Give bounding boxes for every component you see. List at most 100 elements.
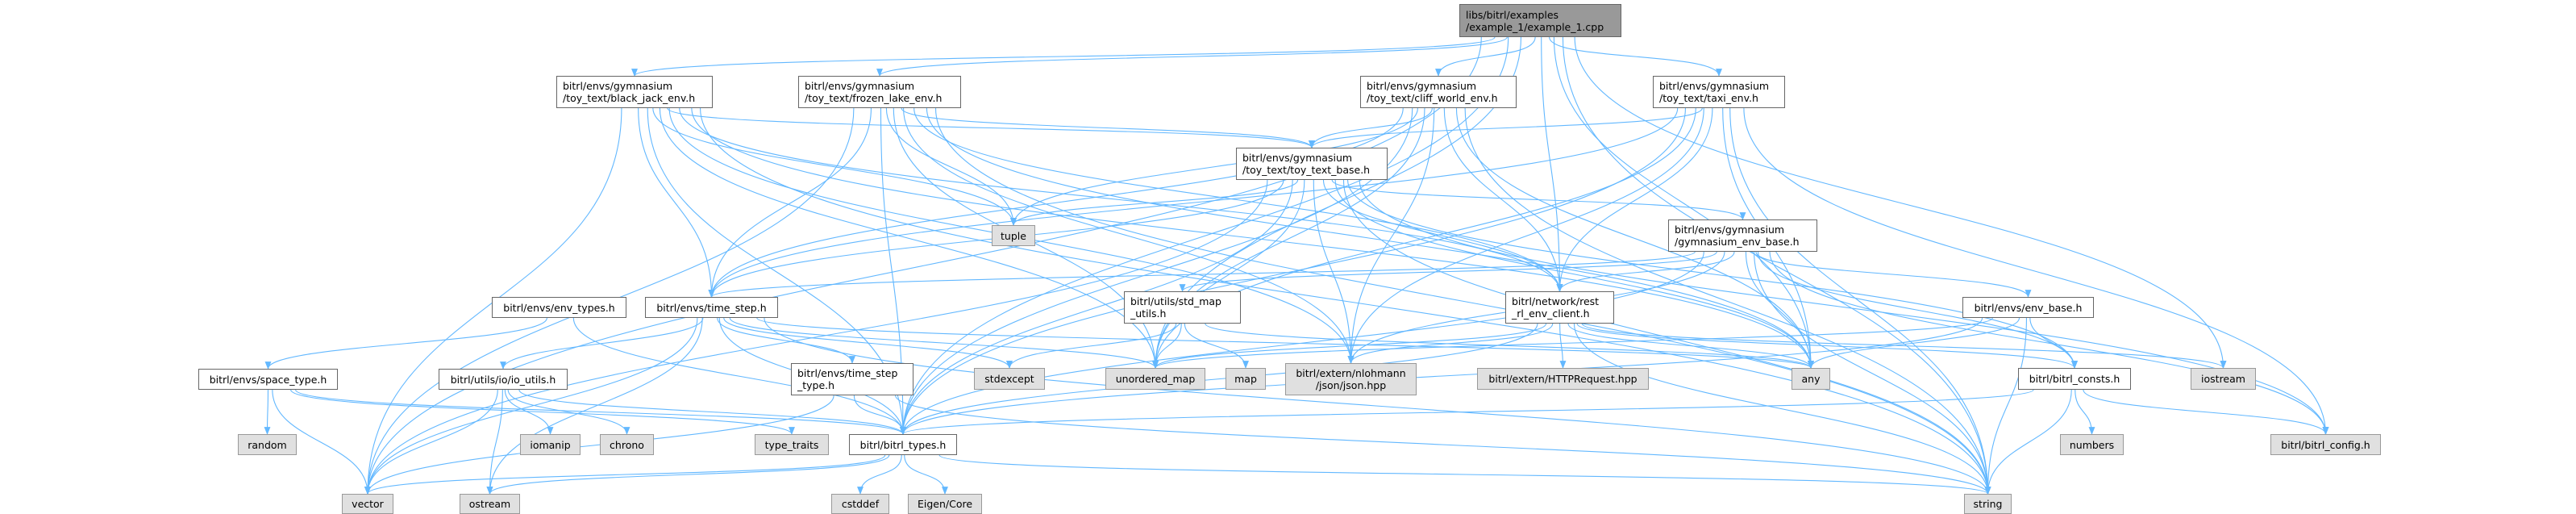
node-frozen-lake[interactable]: bitrl/envs/gymnasium /toy_text/frozen_la… — [798, 76, 961, 108]
edge-bitrl-consts-to-bitrl-types — [900, 389, 2034, 435]
edge-toy-text-base-to-rl-env-client — [1322, 179, 1563, 292]
node-iostream[interactable]: iostream — [2191, 368, 2256, 390]
edge-gym-env-base-to-std-map-utils — [1179, 251, 1717, 292]
edge-cliff-world-to-tuple — [1010, 107, 1418, 226]
node-ostream[interactable]: ostream — [460, 494, 520, 514]
node-time-step[interactable]: bitrl/envs/time_step.h — [645, 297, 778, 318]
edge-time-step-to-string — [764, 317, 1991, 495]
edge-bitrl-types-to-cstddef — [857, 454, 902, 495]
node-map[interactable]: map — [1226, 368, 1266, 390]
node-rl-env-client[interactable]: bitrl/network/rest _rl_env_client.h — [1505, 291, 1614, 324]
edge-black-jack-to-unordered-map — [659, 107, 1159, 369]
node-iomanip[interactable]: iomanip — [520, 434, 581, 455]
node-type-traits[interactable]: type_traits — [755, 434, 829, 455]
edge-io-utils-to-vector — [364, 389, 498, 495]
edge-example-to-vector — [364, 36, 1482, 495]
node-taxi[interactable]: bitrl/envs/gymnasium /toy_text/taxi_env.… — [1653, 76, 1785, 108]
edge-rl-env-client-to-http — [1559, 323, 1567, 369]
node-tuple[interactable]: tuple — [992, 225, 1035, 246]
node-time-step-type[interactable]: bitrl/envs/time_step _type.h — [791, 363, 913, 395]
edge-frozen-lake-to-rl-env-client — [913, 107, 1563, 292]
edge-rl-env-client-to-bitrl-types — [900, 323, 1538, 435]
edge-toy-text-base-to-bitrl-consts — [1346, 179, 2078, 369]
edge-bitrl-types-to-vector — [364, 454, 886, 495]
edge-gym-env-base-to-bitrl-consts — [1758, 251, 2078, 369]
edge-io-utils-to-ostream — [486, 389, 503, 495]
edge-rl-env-client-to-iostream — [1581, 323, 2227, 369]
edge-toy-text-base-to-gym-env-base — [1331, 179, 1746, 220]
edge-frozen-lake-to-json — [903, 107, 1355, 364]
edge-io-utils-to-iomanip — [504, 389, 554, 435]
edge-time-step-to-io-utils — [500, 317, 704, 370]
node-space-type[interactable]: bitrl/envs/space_type.h — [198, 369, 338, 390]
edge-black-jack-to-any — [691, 107, 1814, 369]
edge-example-to-rl-env-client — [1541, 36, 1563, 292]
node-any[interactable]: any — [1792, 368, 1830, 390]
node-example[interactable]: libs/bitrl/examples /example_1/example_1… — [1459, 4, 1621, 37]
node-env-base[interactable]: bitrl/envs/env_base.h — [1962, 297, 2094, 318]
edge-time-step-type-to-string — [895, 395, 1991, 495]
node-bitrl-config[interactable]: bitrl/bitrl_config.h — [2270, 434, 2381, 455]
edge-rl-env-client-to-bitrl-consts — [1576, 323, 2078, 369]
node-cliff-world[interactable]: bitrl/envs/gymnasium /toy_text/cliff_wor… — [1360, 76, 1517, 108]
node-std-map-utils[interactable]: bitrl/utils/std_map _utils.h — [1124, 291, 1241, 324]
edge-example-to-taxi — [1549, 36, 1722, 77]
edge-bitrl-consts-to-string — [1984, 389, 2072, 495]
node-stdexcept[interactable]: stdexcept — [974, 368, 1045, 390]
node-toy-text-base[interactable]: bitrl/envs/gymnasium /toy_text/toy_text_… — [1236, 148, 1388, 180]
edge-env-types-to-space-type — [264, 317, 547, 370]
edge-space-type-to-bitrl-types — [295, 389, 906, 435]
node-eigen[interactable]: Eigen/Core — [908, 494, 982, 514]
edge-taxi-to-time-step — [708, 107, 1679, 298]
edge-gym-env-base-to-time-step — [708, 251, 1696, 298]
node-io-utils[interactable]: bitrl/utils/io/io_utils.h — [439, 369, 568, 390]
edge-cliff-world-to-json — [1347, 107, 1435, 364]
edge-black-jack-to-string — [699, 107, 1991, 495]
node-cstddef[interactable]: cstddef — [831, 494, 889, 514]
edge-black-jack-to-tuple — [652, 107, 1017, 226]
edge-bitrl-types-to-string — [938, 454, 1991, 495]
edge-space-type-to-type-traits — [290, 389, 795, 435]
node-http[interactable]: bitrl/extern/HTTPRequest.hpp — [1477, 368, 1649, 390]
edge-example-to-bitrl-types — [900, 36, 1509, 435]
edge-io-utils-to-chrono — [507, 389, 630, 435]
edge-env-base-to-bitrl-consts — [2029, 317, 2078, 369]
edge-env-base-to-unordered-map — [1152, 317, 1993, 369]
edge-time-step-to-any — [756, 317, 1814, 369]
edge-gym-env-base-to-bitrl-config — [1769, 251, 2329, 435]
edge-toy-text-base-to-bitrl-config — [1359, 179, 2329, 435]
node-bitrl-consts[interactable]: bitrl/bitrl_consts.h — [2018, 368, 2131, 390]
node-json[interactable]: bitrl/extern/nlohmann /json/json.hpp — [1285, 363, 1417, 395]
edge-gym-env-base-to-bitrl-types — [900, 251, 1704, 435]
edge-time-step-to-unordered-map — [729, 317, 1159, 369]
node-numbers[interactable]: numbers — [2060, 434, 2124, 455]
edge-bitrl-types-to-ostream — [486, 454, 890, 495]
edge-frozen-lake-to-time-step — [708, 107, 872, 298]
node-env-types[interactable]: bitrl/envs/env_types.h — [492, 297, 626, 318]
node-gym-env-base[interactable]: bitrl/envs/gymnasium /gymnasium_env_base… — [1668, 219, 1817, 252]
node-chrono[interactable]: chrono — [600, 434, 654, 455]
node-random[interactable]: random — [238, 434, 297, 455]
edge-toy-text-base-to-string — [1342, 179, 1991, 495]
node-unordered-map[interactable]: unordered_map — [1105, 368, 1205, 390]
edge-cliff-world-to-any — [1455, 107, 1814, 369]
edge-example-to-frozen-lake — [876, 36, 1508, 77]
edge-env-base-to-any — [1808, 317, 2020, 369]
node-vector[interactable]: vector — [342, 494, 393, 514]
edge-time-step-to-time-step-type — [717, 317, 855, 364]
node-black-jack[interactable]: bitrl/envs/gymnasium /toy_text/black_jac… — [556, 76, 713, 108]
node-bitrl-types[interactable]: bitrl/bitrl_types.h — [849, 434, 957, 455]
edge-space-type-to-vector — [272, 389, 371, 495]
edge-frozen-lake-to-string — [934, 107, 1991, 495]
edge-gym-env-base-to-env-base — [1755, 251, 2032, 298]
edge-env-base-to-bitrl-types — [900, 317, 1983, 435]
edge-cliff-world-to-toy-text-base — [1309, 107, 1433, 148]
edge-taxi-to-bitrl-types — [900, 107, 1686, 435]
edge-gym-env-base-to-string — [1754, 251, 1991, 495]
edge-rl-env-client-to-unordered-map — [1152, 323, 1547, 369]
edge-cliff-world-to-string — [1464, 107, 1991, 495]
node-string[interactable]: string — [1964, 494, 2012, 514]
edge-bitrl-consts-to-numbers — [2075, 389, 2095, 435]
edge-taxi-to-json — [1347, 107, 1704, 364]
